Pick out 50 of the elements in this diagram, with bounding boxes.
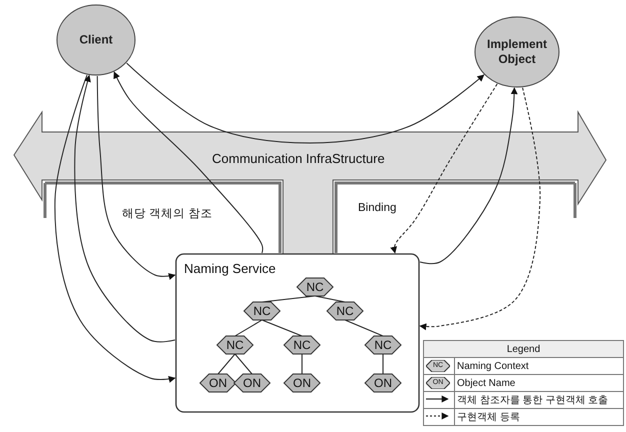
tree-line [234,320,262,336]
arrow [54,74,176,383]
tree-line [314,296,346,302]
legend-text: 객체 참조자를 통한 구현객체 호출 [454,392,624,408]
tree-line [218,354,236,374]
hexagon-node [200,374,236,392]
node-label: Client [78,32,114,48]
component-circle [474,16,560,88]
hexagon-node [284,374,320,392]
arrow [96,75,176,280]
service-title: Naming Service [184,261,276,276]
node-label: NC [305,280,325,294]
arrow [74,74,176,342]
hexagon-node [284,336,320,354]
legend-title: Legend [424,340,624,358]
tree-line [262,296,316,302]
node-label: NC [373,338,393,352]
hexagon-node [327,302,363,320]
node-label: NC [225,338,245,352]
node-label: ON [242,376,262,390]
hexagon-node [365,374,401,392]
arrow [419,87,540,330]
legend-text: Object Name [454,374,624,392]
panel-label: 해당 객체의 참조 [122,207,212,221]
node-label: ON [208,376,228,390]
node-label: ON [292,376,312,390]
panel-label: Binding [358,202,396,214]
legend-text: Naming Context [454,358,624,374]
service-box [175,253,420,413]
tree-line [234,354,252,374]
node-label: NC [292,338,312,352]
tree-line [262,320,302,336]
band-label: Communication InfraStructure [212,151,385,166]
hexagon-node [234,374,270,392]
hexagon-node [244,302,280,320]
node-label: NC [335,304,355,318]
tree-line [344,320,384,336]
hexagon-node [297,278,333,296]
node-label: ON [373,376,393,390]
hexagon-node [217,336,253,354]
tree-line [382,354,384,374]
arrow [114,71,264,254]
legend-text: 구현객체 등록 [454,408,624,426]
node-label: NC [252,304,272,318]
component-circle [56,4,136,76]
hexagon-node [365,336,401,354]
node-label: Implement Object [486,37,548,67]
arrow [126,62,484,144]
arrow [390,83,498,254]
arrow [420,87,518,264]
